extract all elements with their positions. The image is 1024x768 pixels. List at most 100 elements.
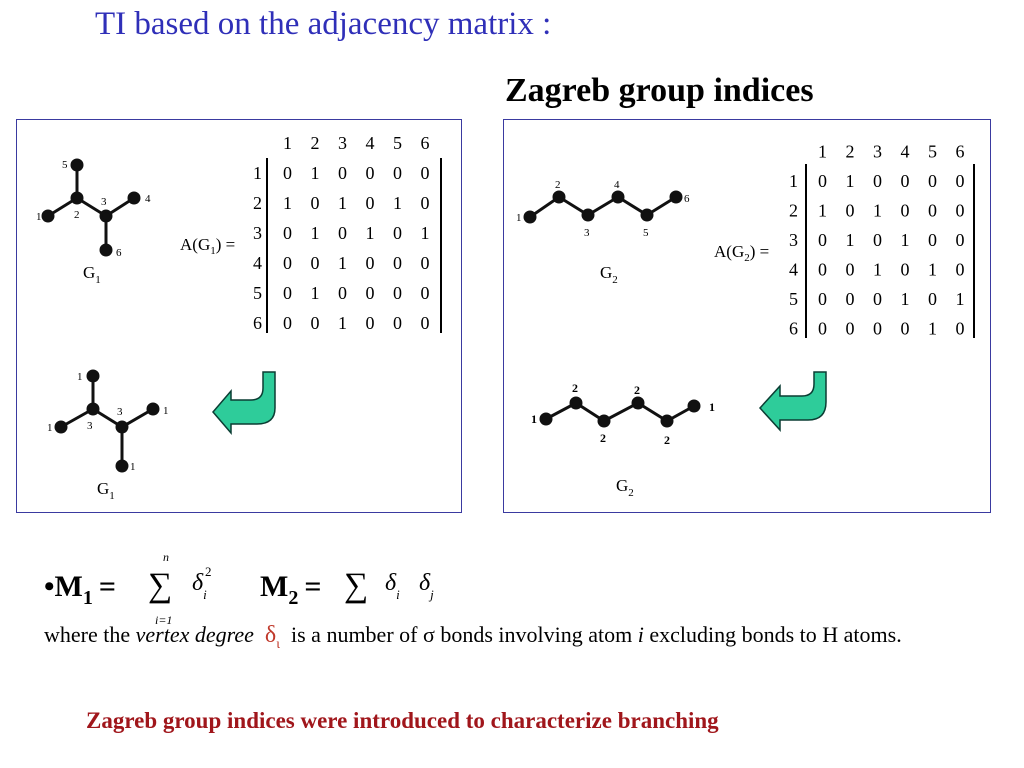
- matrix-cell: 0: [421, 193, 430, 213]
- graph-g1-degree: [54, 369, 160, 473]
- matrix-cell: 1: [338, 253, 347, 273]
- g2-bottom-graph-label: G2: [616, 476, 634, 499]
- matrix-cell: 1: [338, 313, 347, 333]
- matrix-cell: 0: [366, 253, 375, 273]
- matrix-column-header: 2: [311, 133, 320, 153]
- matrix-cell: 0: [393, 163, 402, 183]
- matrix-cell: 0: [873, 171, 882, 191]
- matrix-row-header: 5: [253, 283, 262, 303]
- matrix-column-header: 2: [846, 142, 855, 162]
- g2-vertex-label: 2: [555, 179, 561, 191]
- g2-vertex-label: 3: [584, 227, 590, 239]
- desc-text: excluding bonds to H atoms.: [643, 622, 902, 647]
- matrix-cell: 1: [901, 230, 910, 250]
- matrix-column-header: 3: [873, 142, 882, 162]
- matrix-cell: 1: [901, 289, 910, 309]
- g2-degree-label: 1: [531, 412, 537, 426]
- matrix-cell: 0: [283, 283, 292, 303]
- conclusion-text: Zagreb group indices were introduced to …: [86, 708, 719, 733]
- g1-graph-label: G1: [83, 263, 101, 286]
- matrix-cell: 0: [956, 230, 965, 250]
- matrix-cell: 1: [311, 223, 320, 243]
- matrix-row-header: 4: [789, 260, 798, 280]
- matrix-cell: 0: [846, 289, 855, 309]
- desc-vertex-degree: vertex degree: [135, 622, 254, 647]
- sum-upper-limit: n: [163, 550, 169, 564]
- matrix-column-header: 1: [818, 142, 827, 162]
- matrix-cell: 0: [901, 319, 910, 339]
- matrix-cell: 0: [283, 223, 292, 243]
- delta-i-squared: δi: [192, 570, 207, 602]
- g2-degree-label: 2: [600, 431, 606, 445]
- matrix-row-header: 3: [789, 230, 798, 250]
- matrix-cell: 1: [818, 201, 827, 221]
- g1-degree-label: 1: [77, 371, 83, 383]
- matrix-cell: 0: [901, 201, 910, 221]
- matrix-cell: 0: [818, 260, 827, 280]
- g2-graph-label: G2: [600, 263, 618, 286]
- matrix-cell: 0: [393, 253, 402, 273]
- vertex-degree-description: where the vertex degree δι is a number o…: [44, 619, 984, 661]
- desc-text: where the: [44, 622, 136, 647]
- desc-text: is a number of: [285, 622, 423, 647]
- matrix-cell: 0: [283, 313, 292, 333]
- matrix-cell: 1: [421, 223, 430, 243]
- g2-vertex-label: 1: [516, 212, 522, 224]
- matrix-cell: 0: [956, 260, 965, 280]
- matrix-cell: 0: [283, 253, 292, 273]
- bullet: •M1=: [44, 570, 116, 609]
- matrix-cell: 0: [956, 201, 965, 221]
- matrix-cell: 0: [366, 163, 375, 183]
- matrix-cell: 1: [311, 283, 320, 303]
- matrix-row-header: 1: [789, 171, 798, 191]
- matrix-cell: 1: [366, 223, 375, 243]
- g2-degree-label: 1: [709, 400, 715, 414]
- matrix-cell: 0: [873, 230, 882, 250]
- matrix-cell: 1: [928, 260, 937, 280]
- formula-svg: •M1= n ∑ i=1 δi 2 M2= ∑ δi δj: [44, 550, 434, 627]
- g1-degree-label: 3: [117, 406, 123, 418]
- matrix-cell: 0: [818, 230, 827, 250]
- matrix-cell: 0: [928, 289, 937, 309]
- matrix-cell: 0: [366, 313, 375, 333]
- matrix-cell: 0: [366, 283, 375, 303]
- matrix-row-header: 2: [789, 201, 798, 221]
- g2-degree-label: 2: [634, 383, 640, 397]
- g1-vertex-label: 3: [101, 196, 107, 208]
- matrix-cell: 0: [873, 319, 882, 339]
- g1-vertex-label: 5: [62, 159, 68, 171]
- matrix-column-header: 6: [421, 133, 430, 153]
- matrix-row-header: 3: [253, 223, 262, 243]
- desc-text: bonds involving atom: [434, 622, 638, 647]
- matrix-column-header: 5: [393, 133, 402, 153]
- zagreb-formula: •M1= n ∑ i=1 δi 2 M2= ∑ δi δj: [44, 548, 564, 628]
- matrix-cell: 0: [818, 289, 827, 309]
- matrix-row-header: 5: [789, 289, 798, 309]
- matrix-cell: 0: [283, 163, 292, 183]
- g2-degree-label: 2: [572, 381, 578, 395]
- matrix-cell: 0: [421, 253, 430, 273]
- delta-symbol: δι: [264, 622, 280, 652]
- matrix-column-header: 6: [956, 142, 965, 162]
- graph-g2-top: [523, 190, 683, 224]
- matrix-cell: 0: [338, 223, 347, 243]
- matrix-a-g1-label: A(G1) =: [180, 235, 235, 257]
- matrix-cell: 0: [421, 313, 430, 333]
- matrix-cell: 0: [311, 253, 320, 273]
- g2-vertex-label: 6: [684, 193, 690, 205]
- sigma-symbol: σ: [422, 622, 435, 647]
- matrix-cell: 0: [818, 319, 827, 339]
- g1-vertex-label: 6: [116, 247, 122, 259]
- sum-sigma-2: ∑: [344, 567, 368, 604]
- matrix-cell: 0: [928, 201, 937, 221]
- sum-sigma: ∑: [148, 567, 172, 604]
- g1-degree-label: 1: [47, 422, 53, 434]
- matrix-cell: 1: [338, 193, 347, 213]
- matrix-column-header: 5: [928, 142, 937, 162]
- square-exponent: 2: [205, 564, 212, 579]
- matrix-row-header: 4: [253, 253, 262, 273]
- matrix-cell: 0: [393, 313, 402, 333]
- matrix-cell: 0: [873, 289, 882, 309]
